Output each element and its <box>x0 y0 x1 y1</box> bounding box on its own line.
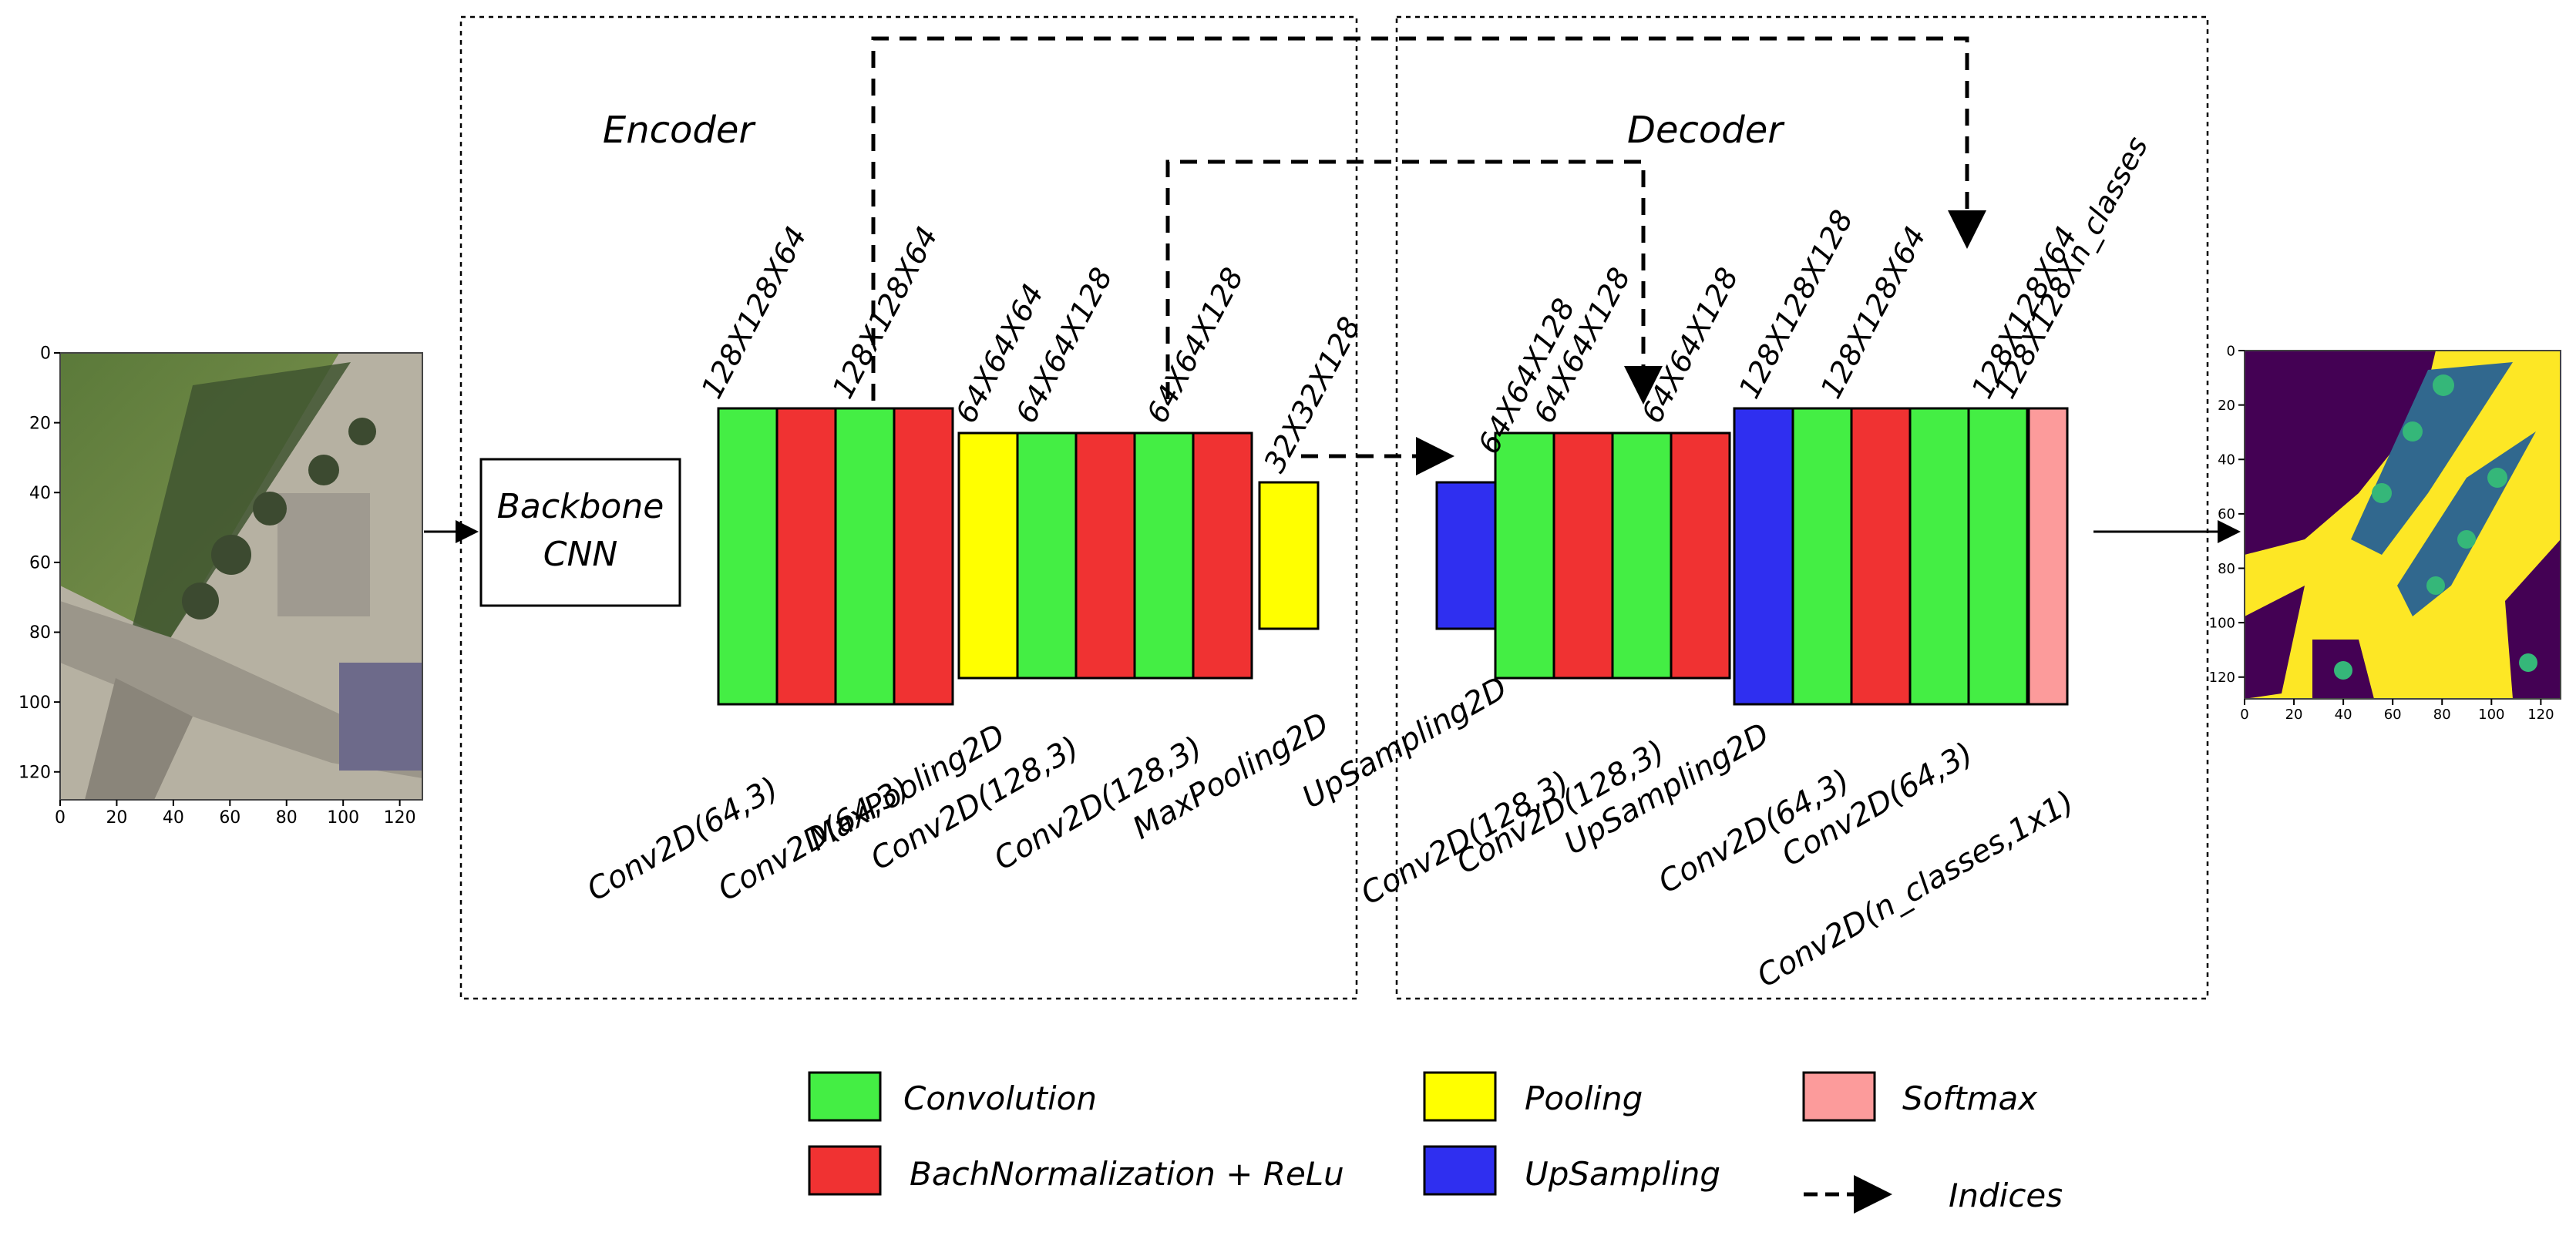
y-tick-label: 20 <box>29 414 51 433</box>
y-tick-label: 0 <box>2227 343 2235 359</box>
decoder-title: Decoder <box>1627 109 1785 152</box>
legend-label-batchnorm: BachNormalization + ReLu <box>910 1155 1344 1193</box>
encoder-dashed-box <box>459 15 1358 1000</box>
x-tick-label: 120 <box>384 808 416 828</box>
encoder-block-batchnorm-relu <box>1074 431 1136 680</box>
encoder-block-convolution <box>834 407 896 706</box>
encoder-block-convolution <box>717 407 779 706</box>
encoder-block-pooling <box>957 431 1019 680</box>
encoder-shape-label: 64X64X128 <box>1140 262 1250 428</box>
x-tick-label: 40 <box>2335 707 2352 723</box>
x-tick-label: 60 <box>219 808 240 828</box>
legend-label-softmax: Softmax <box>1902 1080 2038 1117</box>
x-tick-label: 120 <box>2527 707 2554 723</box>
decoder-block-batchnorm-relu <box>1670 431 1731 680</box>
backbone-label-line2: CNN <box>543 535 618 574</box>
legend-label-indices: Indices <box>1949 1177 2063 1214</box>
decoder-block-convolution <box>1494 431 1555 680</box>
decoder-block-convolution <box>1908 407 1970 706</box>
y-tick-label: 120 <box>2209 670 2235 686</box>
y-tick-label: 80 <box>29 623 51 643</box>
legend-swatch-pooling <box>1423 1071 1497 1122</box>
y-tick-label: 100 <box>2209 615 2235 631</box>
decoder-block-convolution <box>1611 431 1673 680</box>
y-tick-label: 60 <box>29 554 51 573</box>
x-tick-label: 100 <box>327 808 359 828</box>
y-tick-label: 40 <box>29 484 51 503</box>
y-tick-label: 100 <box>18 693 51 713</box>
x-tick-label: 40 <box>163 808 184 828</box>
y-tick-label: 0 <box>40 344 51 364</box>
x-tick-label: 80 <box>276 808 298 828</box>
encoder-shape-label: 32X32X128 <box>1257 311 1367 478</box>
input-image-plot <box>59 352 423 801</box>
x-tick-label: 20 <box>2285 707 2303 723</box>
backbone-cnn-box: Backbone CNN <box>479 458 681 607</box>
decoder-blocks <box>1435 407 2069 706</box>
legend-label-convolution: Convolution <box>903 1080 1097 1117</box>
x-tick-label: 100 <box>2478 707 2504 723</box>
input-plot-ticks: 0 20 40 60 80 100 120 0 20 40 60 80 100 120 <box>18 344 416 828</box>
encoder-block-pooling <box>1258 481 1320 630</box>
encoder-block-convolution <box>1133 431 1195 680</box>
legend-swatch-convolution <box>808 1071 882 1122</box>
x-tick-label: 0 <box>55 808 66 828</box>
legend-label-pooling: Pooling <box>1525 1080 1643 1117</box>
output-plot-ticks: 0 20 40 60 80 100 120 0 20 40 60 80 100 120 <box>2209 343 2554 723</box>
y-tick-label: 120 <box>18 763 51 782</box>
encoder-shape-label: 128X128X64 <box>826 221 944 404</box>
backbone-label-line1: Backbone <box>497 487 664 526</box>
decoder-block-convolution <box>1967 407 2029 706</box>
y-tick-label: 60 <box>2218 506 2235 522</box>
decoder-shape-label: 128X128Xn_classes <box>1988 131 2154 404</box>
encoder-block-convolution <box>1016 431 1078 680</box>
legend-swatch-upsampling <box>1423 1145 1497 1196</box>
decoder-block-upsampling <box>1733 407 1794 706</box>
x-tick-label: 0 <box>2240 707 2248 723</box>
encoder-block-batchnorm-relu <box>893 407 954 706</box>
decoder-block-batchnorm-relu <box>1850 407 1912 706</box>
y-tick-label: 20 <box>2218 398 2235 414</box>
encoder-block-batchnorm-relu <box>775 407 837 706</box>
output-segmentation-plot <box>2244 350 2561 700</box>
legend-swatch-batchnorm <box>808 1145 882 1196</box>
encoder-title: Encoder <box>603 109 757 152</box>
indices-arrow-outer <box>871 36 1986 401</box>
decoder-block-convolution <box>1791 407 1853 706</box>
encoder-block-batchnorm-relu <box>1192 431 1253 680</box>
decoder-layer-label: UpSampling2D <box>1296 670 1513 816</box>
legend: Convolution BachNormalization + ReLu Poo… <box>808 1071 2063 1214</box>
encoder-blocks <box>717 407 1320 706</box>
decoder-block-batchnorm-relu <box>1552 431 1614 680</box>
indices-arrow-inner <box>1165 159 1663 405</box>
encoder-shape-label: 128X128X64 <box>694 221 813 404</box>
legend-label-upsampling: UpSampling <box>1525 1155 1720 1193</box>
legend-swatch-softmax <box>1802 1071 1876 1122</box>
x-tick-label: 60 <box>2384 707 2402 723</box>
y-tick-label: 40 <box>2218 452 2235 468</box>
decoder-block-softmax <box>2027 407 2069 706</box>
decoder-block-upsampling <box>1435 481 1497 630</box>
x-tick-label: 80 <box>2433 707 2451 723</box>
x-tick-label: 20 <box>106 808 127 828</box>
decoder-shape-label: 64X64X128 <box>1635 262 1745 428</box>
y-tick-label: 80 <box>2218 561 2235 577</box>
